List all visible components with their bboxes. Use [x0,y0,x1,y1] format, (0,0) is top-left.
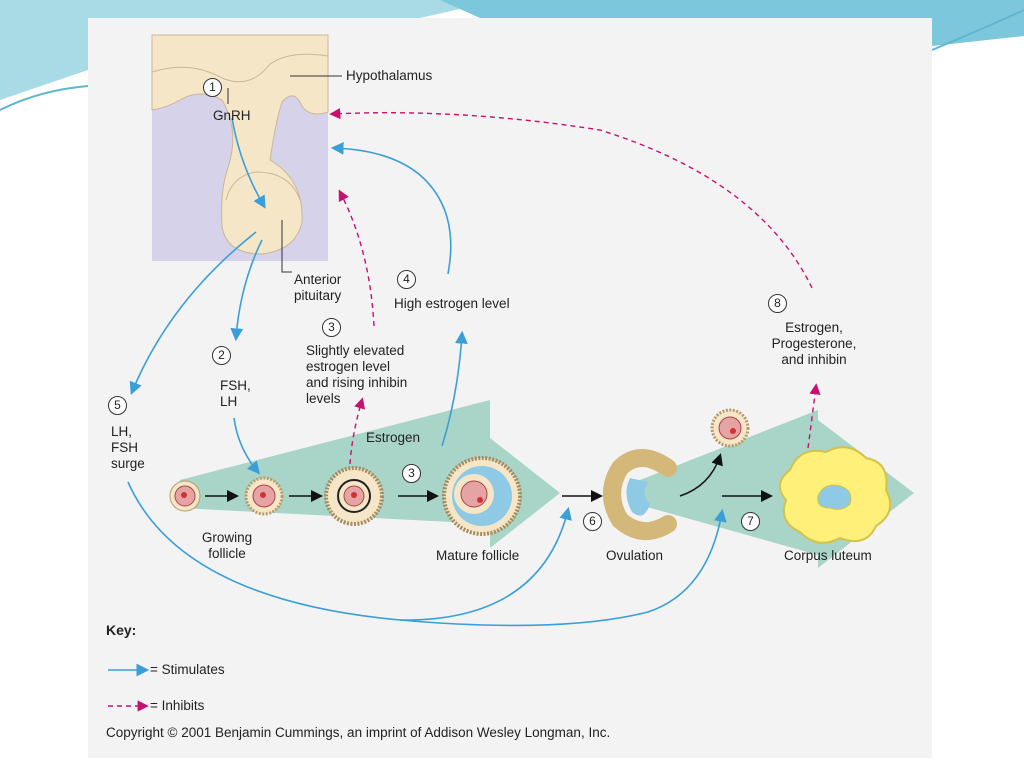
hypothalamus-label: Hypothalamus [346,68,433,83]
fsh-lh-label: FSH, LH [220,378,251,409]
slide-decoration-swoosh-right [931,9,1024,51]
anterior-pituitary-label: Anterior pituitary [294,272,342,303]
estrogen-to-high-level-arrow [441,330,468,447]
step-3b-badge: 3 [402,464,421,483]
gnrh-label: GnRH [213,108,251,123]
fsh-lh-to-follicle-arrow [233,417,261,475]
key-inhibits-label: = Inhibits [150,698,205,713]
ovulation-follicle [603,449,677,540]
high-estrogen-label: High estrogen level [394,296,510,311]
fsh-lh-arrow [230,239,263,342]
follicle-to-slight-estrogen-arrow [349,397,366,465]
pituitary-outline [225,171,301,201]
corpus-luteum-label: Corpus luteum [784,548,872,563]
estrogen-progesterone-inhibin-label: Estrogen, Progesterone, and inhibin [771,320,857,367]
follicle-mature [442,456,522,536]
step-4-badge: 4 [397,270,416,289]
key-stimulates-label: = Stimulates [150,662,225,677]
high-estrogen-stimulate-arrow [330,141,452,275]
slide-decoration-left [0,0,500,100]
oocyte-release-arrow [679,453,723,497]
luteal-hormones-inhibit-arrow [329,108,813,289]
slide-decoration-swoosh [0,85,89,111]
slightly-elevated-estrogen-label: Slightly elevated estrogen level and ris… [306,343,408,406]
step-2-badge: 2 [212,346,231,365]
follicle-primary [244,476,284,516]
step-5-badge: 5 [108,396,127,415]
surge-to-corpus-luteum-arrow [399,508,727,627]
follicle-secondary [324,466,384,526]
follicle-primordial [169,480,201,512]
slide-decoration-right [440,0,1024,46]
gnrh-stimulate-arrow [231,117,266,209]
released-oocyte [710,408,750,448]
pituitary-leader [281,220,292,273]
step-8-badge: 8 [768,294,787,313]
corpus-luteum-shape [779,446,892,544]
ovulation-label: Ovulation [606,548,664,563]
step-1-badge: 1 [203,78,222,97]
slight-estrogen-inhibit-arrow [338,189,375,327]
step-6-badge: 6 [583,512,602,531]
mature-follicle-label: Mature follicle [436,548,520,563]
estrogen-label: Estrogen [366,430,421,445]
surge-to-ovulation-arrow [127,481,572,621]
step-7-badge: 7 [741,512,760,531]
key-title: Key: [106,622,137,638]
growing-follicle-label: Growing follicle [201,530,253,561]
corpus-luteum-to-hormones-arrow [807,383,821,449]
lh-fsh-surge-arrow [129,231,257,395]
step-3a-badge: 3 [322,318,341,337]
brain-fold-line [151,53,329,83]
copyright-text: Copyright © 2001 Benjamin Cummings, an i… [106,725,611,740]
lh-fsh-surge-label: LH, FSH surge [111,424,145,471]
